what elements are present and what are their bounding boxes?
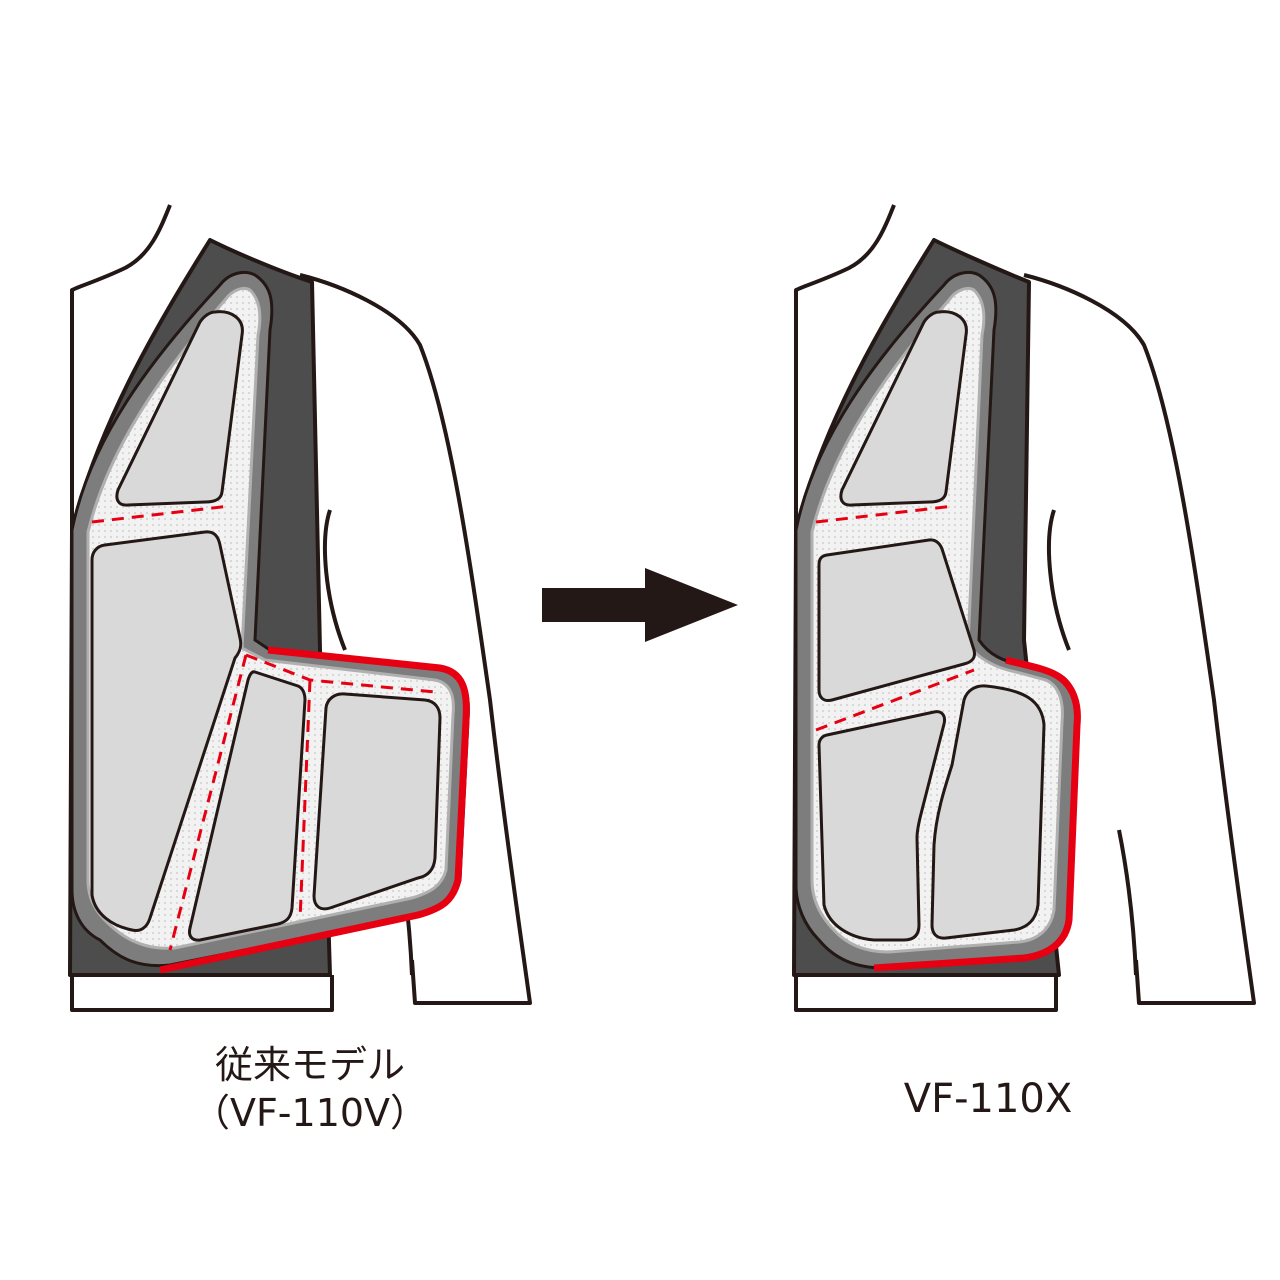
caption-new-model: VF-110X xyxy=(903,1076,1073,1122)
caption-old-model-line2: （VF-110V） xyxy=(191,1090,429,1135)
right-arrow-icon xyxy=(542,568,738,642)
vest-figure-old-model xyxy=(68,203,532,1012)
vest-figure-new-model xyxy=(792,203,1256,1012)
caption-old-model-line1: 従来モデル xyxy=(214,1043,405,1087)
caption-old-model: 従来モデル （VF-110V） xyxy=(160,1042,460,1137)
